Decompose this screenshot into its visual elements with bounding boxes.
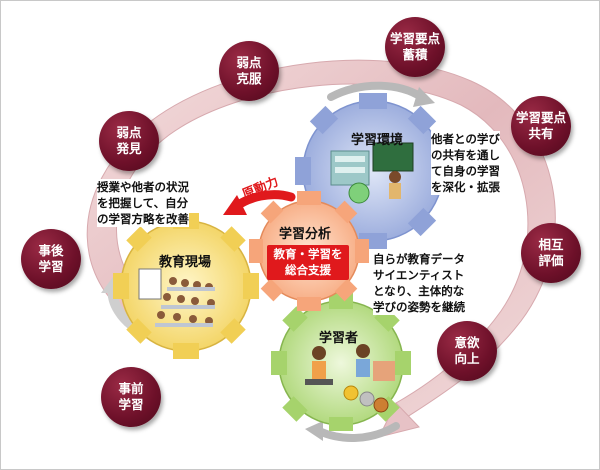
learner-note: 自らが教育データ サイエンティスト となり、主体的な 学びの姿勢を継続 (373, 251, 465, 315)
step-preview: 事前 学習 (101, 367, 161, 427)
step-weakness-find: 弱点 発見 (99, 111, 159, 171)
site-gear (113, 213, 259, 359)
step-review: 事後 学習 (21, 229, 81, 289)
center-title: 学習分析 (279, 227, 332, 242)
grey-arrow-top (327, 81, 425, 101)
env-gear (295, 93, 451, 249)
center-box: 教育・学習を 総合支援 (267, 245, 349, 280)
step-motivation: 意欲 向上 (437, 321, 497, 381)
grey-arrow-bottom (315, 422, 400, 442)
site-note: 授業や他者の状況 を把握して、自分 の学習方略を改善 (97, 179, 189, 227)
env-note: 他者との学び の共有を通し て自身の学習 を深化・拡張 (431, 131, 500, 195)
step-share: 学習要点 共有 (511, 96, 571, 156)
site-title: 教育現場 (159, 255, 212, 270)
env-title: 学習環境 (351, 133, 404, 148)
learner-title: 学習者 (319, 331, 359, 346)
step-weakness-overcome: 弱点 克服 (219, 41, 279, 101)
step-accumulate: 学習要点 蓄積 (385, 17, 445, 77)
step-mutual-eval: 相互 評価 (521, 223, 581, 283)
